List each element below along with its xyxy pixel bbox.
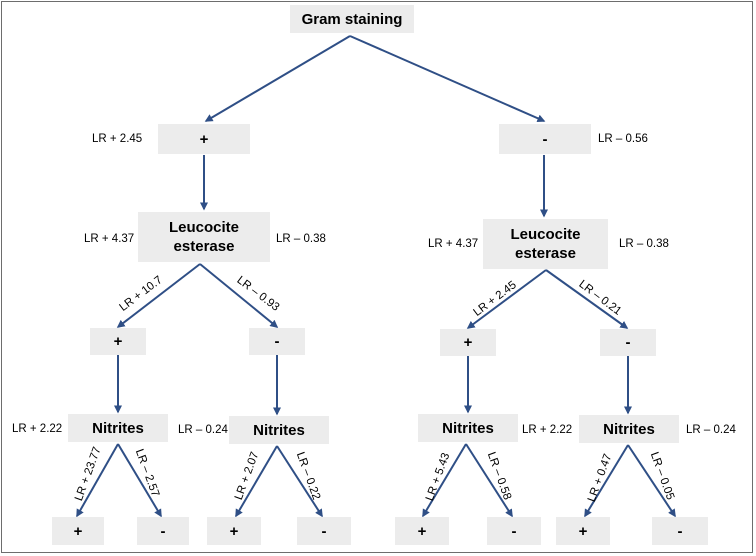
leuco-right-lr-pos: LR + 4.37 (428, 238, 479, 250)
arrow-leuco-right-to-pos (466, 269, 547, 329)
leaf-n3-pos: + (395, 517, 449, 545)
sign-node-1: + (90, 328, 146, 355)
leaf-n2-neg: - (297, 517, 351, 545)
arrow-n2-to-pos (235, 445, 278, 518)
leuco-right-lr-neg: LR – 0.38 (619, 238, 669, 250)
arrow-n1-to-pos (76, 443, 119, 518)
leaf-n1-neg: - (137, 517, 189, 545)
leaf-n2-pos: + (207, 517, 261, 545)
leaf-n4-neg: - (652, 517, 708, 545)
arrow-n1-to-neg (117, 443, 162, 518)
arrow-n4-to-neg (627, 444, 676, 518)
nitrites-node-3: Nitrites (418, 414, 518, 442)
leuco-node-left: Leucocite esterase (138, 212, 270, 262)
leuco-left-lr-neg: LR – 0.38 (276, 233, 326, 245)
negative-lr-label: LR – 0.56 (598, 133, 648, 145)
leaf-n4-pos: + (556, 517, 610, 545)
leuco-left-lr-pos: LR + 4.37 (84, 233, 135, 245)
nitrites-node-4: Nitrites (579, 415, 679, 443)
leaf-n3-neg: - (487, 517, 541, 545)
arrow-root-to-positive (204, 35, 351, 122)
arrow-leuco-right-to-neg (545, 269, 629, 329)
sign-node-3: + (440, 329, 496, 356)
negative-node: - (499, 124, 591, 154)
nitrites-node-2: Nitrites (229, 416, 329, 444)
arrow-root-to-negative (349, 35, 546, 123)
arrow-n4-to-pos (584, 444, 629, 518)
sign-node-4: - (600, 329, 656, 356)
nitrites-4-lr: LR – 0.24 (686, 424, 736, 436)
arrow-n3-to-neg (465, 443, 513, 518)
nitrites-node-1: Nitrites (68, 414, 168, 442)
sign-node-2: - (249, 328, 305, 355)
root-node-gram-staining: Gram staining (290, 5, 414, 33)
arrow-leuco-left-to-pos (116, 263, 201, 328)
nitrites-2-lr: LR – 0.24 (178, 424, 228, 436)
arrow-n2-to-neg (276, 445, 323, 518)
arrow-n3-to-pos (422, 443, 467, 518)
positive-node: + (158, 124, 250, 154)
positive-lr-label: LR + 2.45 (92, 133, 143, 145)
nitrites-3-lr: LR + 2.22 (522, 424, 573, 436)
leuco-node-right: Leucocite esterase (483, 219, 608, 269)
nitrites-1-lr: LR + 2.22 (12, 423, 63, 435)
arrow-leuco-left-to-neg (199, 263, 279, 328)
leaf-n1-pos: + (52, 517, 104, 545)
